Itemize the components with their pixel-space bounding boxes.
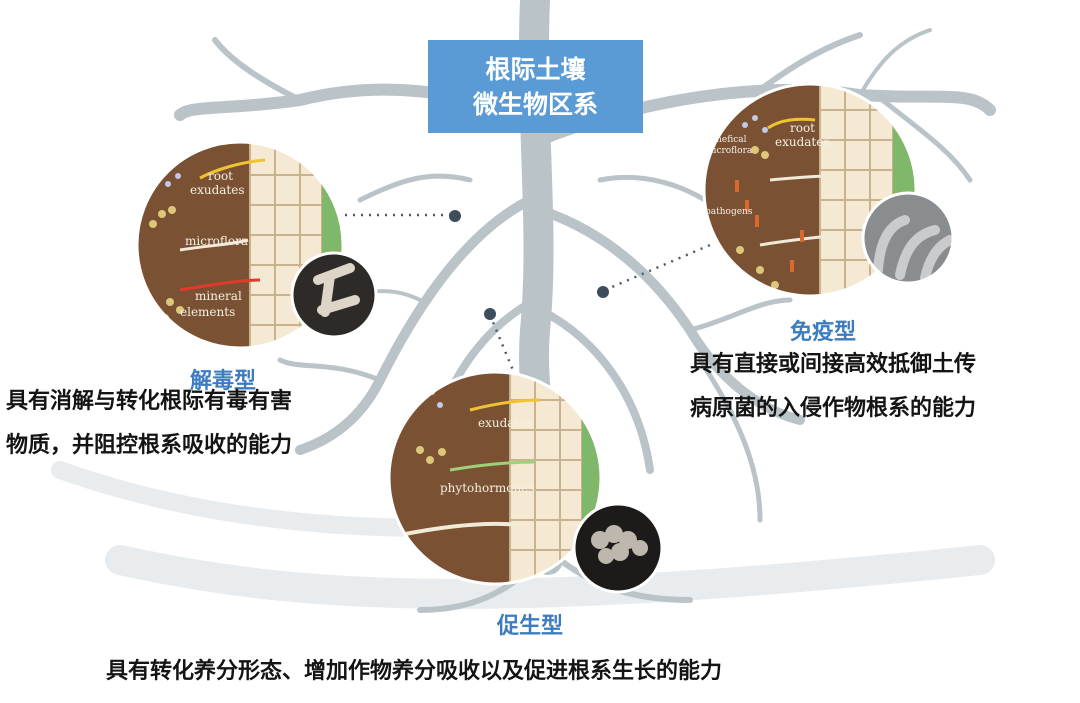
title-box: 根际土壤 微生物区系	[428, 40, 643, 133]
growth-type-label: 促生型	[497, 614, 564, 639]
growth-description: 具有转化养分形态、增加作物养分吸收以及促进根系生长的能力	[106, 659, 723, 684]
svg-text:exudates: exudates	[775, 135, 830, 149]
microbe-micrograph-icon	[861, 191, 955, 285]
svg-text:microflora: microflora	[705, 146, 753, 156]
detox-type-label: 解毒型	[190, 369, 257, 394]
immune-description: 具有直接或间接高效抵御土传 病原菌的入侵作物根系的能力	[690, 343, 976, 431]
connector-dot-icon	[449, 210, 609, 320]
immune-desc-line-1: 具有直接或间接高效抵御土传	[690, 352, 977, 377]
immune-type-label: 免疫型	[790, 320, 857, 345]
svg-text:microflora: microflora	[185, 234, 248, 248]
svg-text:elements: elements	[180, 305, 235, 319]
connector-lines	[345, 213, 711, 376]
soil-cell-circle-icon: root exudates microflora mineral element…	[135, 140, 345, 350]
svg-text:benefical: benefical	[705, 135, 747, 145]
detox-description: 具有消解与转化根际有毒有害 物质，并阻控根系吸收的能力	[6, 380, 292, 468]
svg-text:exudates: exudates	[478, 416, 533, 430]
svg-text:root: root	[790, 121, 815, 135]
svg-text:phytohormones: phytohormones	[440, 481, 535, 495]
svg-text:pathogens: pathogens	[705, 207, 753, 217]
detox-desc-line-1: 具有消解与转化根际有毒有害	[6, 389, 293, 414]
svg-text:exudates: exudates	[190, 183, 245, 197]
title-line-2: 微生物区系	[472, 89, 598, 119]
title-line-1: 根际土壤	[485, 54, 586, 84]
svg-text:root: root	[208, 169, 233, 183]
immune-desc-line-2: 病原菌的入侵作物根系的能力	[690, 396, 977, 421]
microbe-micrograph-icon	[290, 251, 378, 339]
detox-desc-line-2: 物质，并阻控根系吸收的能力	[6, 433, 293, 458]
svg-text:mineral: mineral	[195, 289, 242, 303]
microbe-micrograph-icon	[572, 502, 664, 594]
